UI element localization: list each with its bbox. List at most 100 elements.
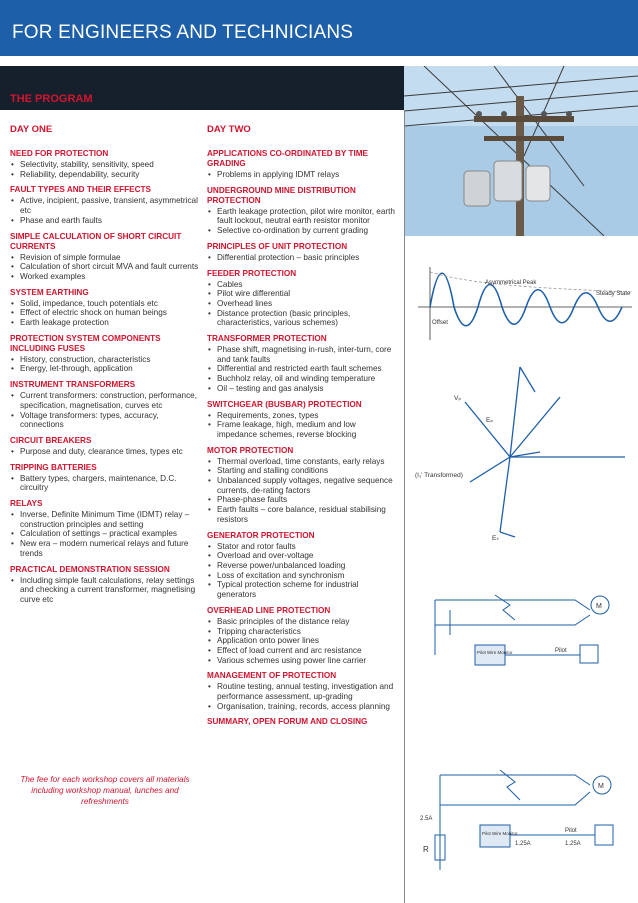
- day-one-column: DAY ONE NEED FOR PROTECTIONSelectivity, …: [10, 124, 200, 605]
- pilot-label-1: Pilot: [555, 648, 567, 654]
- section-list: Purpose and duty, clearance times, types…: [10, 447, 200, 457]
- fee-note: The fee for each workshop covers all mat…: [20, 775, 190, 806]
- list-item: Earth leakage protection, pilot wire mon…: [207, 207, 397, 226]
- section-list: Requirements, zones, typesFrame leakage,…: [207, 411, 397, 440]
- section-list: Phase shift, magnetising in-rush, inter-…: [207, 345, 397, 394]
- section-title: SUMMARY, OPEN FORUM AND CLOSING: [207, 717, 368, 727]
- list-item: Effect of load current and arc resistanc…: [207, 646, 397, 656]
- list-item: Phase and earth faults: [10, 216, 200, 226]
- section-title: SIMPLE CALCULATION OF SHORT CIRCUIT CURR…: [10, 231, 182, 251]
- list-item: Differential protection – basic principl…: [207, 253, 397, 263]
- list-item: Loss of excitation and synchronism: [207, 571, 397, 581]
- section-list: Inverse, Definite Minimum Time (IDMT) re…: [10, 510, 200, 559]
- list-item: Distance protection (basic principles, c…: [207, 309, 397, 328]
- day-two-column: DAY TWO APPLICATIONS CO-ORDINATED BY TIM…: [207, 124, 397, 727]
- list-item: Calculation of settings – practical exam…: [10, 529, 200, 539]
- section-title: FAULT TYPES AND THEIR EFFECTS: [10, 185, 152, 195]
- current-2-5a: 2.5A: [420, 816, 432, 822]
- section-title: INSTRUMENT TRANSFORMERS: [10, 380, 136, 390]
- list-item: Purpose and duty, clearance times, types…: [10, 447, 200, 457]
- banner-title: FOR ENGINEERS AND TECHNICIANS: [12, 22, 354, 43]
- pilot-wire-scheme-1: M Pilot Wire Monitor Pilot: [434, 594, 610, 666]
- section-title: TRANSFORMER PROTECTION: [207, 334, 327, 344]
- list-item: Various schemes using power line carrier: [207, 656, 397, 666]
- section-title: UNDERGROUND MINE DISTRIBUTION PROTECTION: [207, 185, 356, 205]
- section-title: GENERATOR PROTECTION: [207, 530, 315, 540]
- pilot-wire-monitor-1: Pilot Wire Monitor: [477, 650, 513, 655]
- section-title: CIRCUIT BREAKERS: [10, 435, 92, 445]
- list-item: Reliability, dependability, security: [10, 170, 200, 180]
- section-title: OVERHEAD LINE PROTECTION: [207, 605, 331, 615]
- ep-label: Eₚ: [486, 417, 493, 424]
- section-title: MANAGEMENT OF PROTECTION: [207, 671, 337, 681]
- list-item: Differential and restricted earth fault …: [207, 364, 397, 374]
- list-item: Unbalanced supply voltages, negative seq…: [207, 476, 397, 495]
- list-item: Stator and rotor faults: [207, 542, 397, 552]
- list-item: Overhead lines: [207, 299, 397, 309]
- list-item: Selective co-ordination by current gradi…: [207, 226, 397, 236]
- resistor-label: R: [423, 845, 429, 854]
- section-title: TRIPPING BATTERIES: [10, 462, 97, 472]
- current-1-25a-a: 1.25A: [515, 841, 531, 847]
- motor-label-1: M: [596, 603, 602, 610]
- list-item: Solid, impedance, touch potentials etc: [10, 299, 200, 309]
- vp-label: Vₚ: [454, 395, 461, 402]
- fault-current-waveform: Asymmetrical Peak Steady State Offset: [418, 267, 633, 340]
- column-divider: [404, 110, 405, 903]
- es-label: Eₛ: [492, 535, 499, 542]
- list-item: Starting and stalling conditions: [207, 466, 397, 476]
- list-item: Earth leakage protection: [10, 318, 200, 328]
- section-title: PRINCIPLES OF UNIT PROTECTION: [207, 241, 348, 251]
- section-list: Current transformers: construction, perf…: [10, 391, 200, 430]
- list-item: Thermal overload, time constants, early …: [207, 457, 397, 467]
- section-list: CablesPilot wire differentialOverhead li…: [207, 280, 397, 329]
- day-two-sections: APPLICATIONS CO-ORDINATED BY TIME GRADIN…: [207, 149, 397, 727]
- list-item: Calculation of short circuit MVA and fau…: [10, 262, 200, 272]
- list-item: Basic principles of the distance relay: [207, 617, 397, 627]
- list-item: Including simple fault calculations, rel…: [10, 576, 200, 605]
- section-title: APPLICATIONS CO-ORDINATED BY TIME GRADIN…: [207, 149, 369, 168]
- list-item: Energy, let-through, application: [10, 364, 200, 374]
- section-title: PROTECTION SYSTEM COMPONENTS INCLUDING F…: [10, 333, 161, 353]
- section-list: Earth leakage protection, pilot wire mon…: [207, 207, 397, 236]
- offset-label: Offset: [432, 320, 448, 326]
- section-list: Routine testing, annual testing, investi…: [207, 682, 397, 711]
- list-item: Overload and over-voltage: [207, 551, 397, 561]
- asym-peak-label: Asymmetrical Peak: [485, 280, 537, 286]
- section-list: Differential protection – basic principl…: [207, 253, 397, 263]
- day-one-sections: NEED FOR PROTECTION Selectivity, stabilit…: [10, 149, 200, 605]
- list-item: Requirements, zones, types: [207, 411, 397, 421]
- section-title: FEEDER PROTECTION: [207, 268, 297, 278]
- list-item: Earth faults – core balance, residual st…: [207, 505, 397, 524]
- list-item: Buchholz relay, oil and winding temperat…: [207, 374, 397, 384]
- list-item: Application onto power lines: [207, 636, 397, 646]
- section-list: Solid, impedance, touch potentials etcEf…: [10, 299, 200, 328]
- list-item: Active, incipient, passive, transient, a…: [10, 196, 200, 215]
- program-title: THE PROGRAM: [10, 93, 93, 105]
- section-title: SYSTEM EARTHING: [10, 287, 89, 297]
- section-list: Battery types, chargers, maintenance, D.…: [10, 474, 200, 493]
- program-bar: [0, 66, 404, 110]
- steady-state-label: Steady State: [596, 291, 631, 297]
- section-list: History, construction, characteristicsEn…: [10, 355, 200, 374]
- list-item: Frame leakage, high, medium and low impe…: [207, 420, 397, 439]
- list-item: Effect of electric shock on human beings: [10, 308, 200, 318]
- list-item: Pilot wire differential: [207, 289, 397, 299]
- section-list: Selectivity, stability, sensitivity, spe…: [10, 160, 200, 179]
- section-list: Active, incipient, passive, transient, a…: [10, 196, 200, 225]
- list-item: Current transformers: construction, perf…: [10, 391, 200, 410]
- section-list: Thermal overload, time constants, early …: [207, 457, 397, 525]
- section-title: MOTOR PROTECTION: [207, 445, 294, 455]
- section-title: NEED FOR PROTECTION: [10, 149, 109, 158]
- pilot-label-2: Pilot: [565, 828, 577, 834]
- list-item: Cables: [207, 280, 397, 290]
- list-item: Phase-phase faults: [207, 495, 397, 505]
- section-list: Basic principles of the distance relayTr…: [207, 617, 397, 666]
- section-list: Stator and rotor faultsOverload and over…: [207, 542, 397, 600]
- list-item: Battery types, chargers, maintenance, D.…: [10, 474, 200, 493]
- phasor-diagram: (I₁' Transformed) Vₚ Eₚ Eₛ: [415, 366, 625, 542]
- list-item: Typical protection scheme for industrial…: [207, 580, 397, 599]
- list-item: Problems in applying IDMT relays: [207, 170, 397, 180]
- header-gap: [0, 56, 638, 66]
- list-item: Selectivity, stability, sensitivity, spe…: [10, 160, 200, 170]
